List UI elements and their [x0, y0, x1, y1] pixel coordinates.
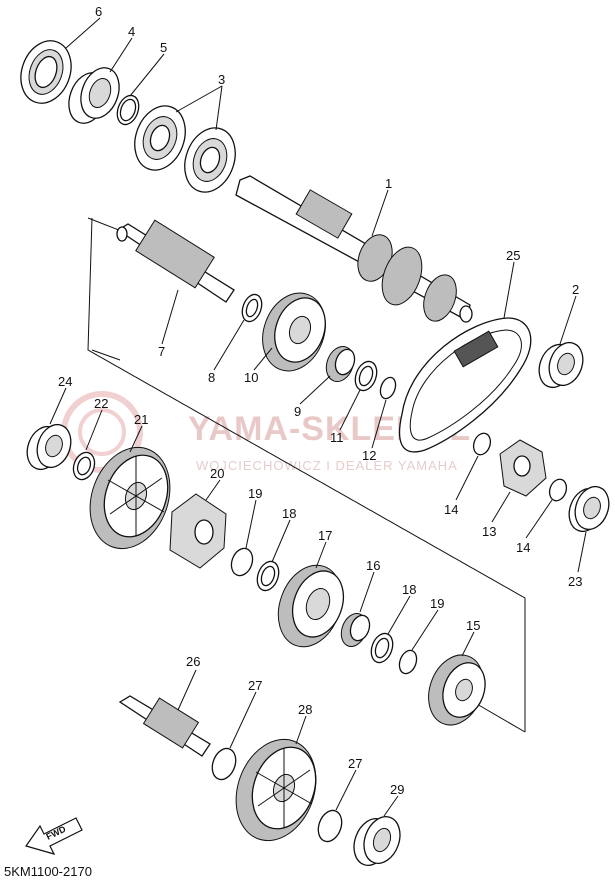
callout-16: 16: [366, 558, 380, 573]
leader-lines: [49, 17, 587, 817]
callout-26: 26: [186, 654, 200, 669]
part-24-bearing: [26, 423, 72, 471]
callout-1: 1: [385, 176, 392, 191]
part-27-circlip-a: [211, 747, 237, 781]
part-15-gear: [428, 654, 486, 726]
part-27-circlip-b: [317, 809, 343, 843]
part-8-washer: [241, 293, 263, 323]
callout-29: 29: [390, 782, 404, 797]
callout-18a: 18: [282, 506, 296, 521]
callout-22: 22: [94, 396, 108, 411]
part-18-washer-b: [370, 632, 394, 664]
callout-14a: 14: [444, 502, 458, 517]
callout-19a: 19: [248, 486, 262, 501]
callout-18b: 18: [402, 582, 416, 597]
part-17-gear: [277, 564, 345, 648]
part-4-bearing: [68, 67, 120, 124]
part-23-bearing: [568, 485, 610, 533]
callout-17: 17: [318, 528, 332, 543]
part-22-washer: [72, 451, 96, 481]
watermark-sub: WOJCIECHOWICZ I DEALER YAMAHA: [196, 458, 458, 473]
part-14-circlip-b: [548, 478, 568, 502]
part-9-needle-bearing: [325, 346, 356, 382]
callout-15: 15: [466, 618, 480, 633]
part-3-bearing-a: [134, 105, 186, 171]
part-20-shift-cam: [169, 493, 227, 569]
part-29-bearing: [353, 816, 401, 866]
callouts: 6 4 5 3 1 25 2 7 8 10 9 11 12 24 22 21 2…: [58, 4, 582, 797]
part-25-chain: [398, 317, 532, 453]
part-14-circlip-a: [472, 432, 492, 456]
callout-12: 12: [362, 448, 376, 463]
callout-24: 24: [58, 374, 72, 389]
part-13-sprocket: [499, 439, 547, 497]
callout-21: 21: [134, 412, 148, 427]
part-28-gear-wheel: [235, 738, 317, 842]
callout-7: 7: [158, 344, 165, 359]
callout-5: 5: [160, 40, 167, 55]
part-2-bearing: [538, 341, 584, 389]
callout-25: 25: [506, 248, 520, 263]
callout-6: 6: [95, 4, 102, 19]
part-21-gear-wheel: [89, 446, 171, 550]
part-11-washer: [354, 360, 378, 392]
callout-2: 2: [572, 282, 579, 297]
diagram-code: 5KM1100-2170: [4, 864, 92, 879]
part-1-main-axle: [235, 175, 473, 323]
fwd-arrow-icon: FWD: [25, 817, 83, 855]
callout-27b: 27: [348, 756, 362, 771]
part-19-circlip-b: [398, 649, 418, 675]
callout-14b: 14: [516, 540, 530, 555]
part-3-bearing-b: [184, 127, 236, 193]
callout-27a: 27: [248, 678, 262, 693]
part-18-washer-a: [256, 560, 280, 592]
part-26-shaft: [118, 695, 211, 757]
callout-28: 28: [298, 702, 312, 717]
callout-3: 3: [218, 72, 225, 87]
part-6-oil-seal: [20, 40, 72, 104]
part-10-gear: [262, 292, 326, 372]
part-19-circlip-a: [230, 547, 254, 577]
part-5-circlip: [116, 94, 140, 126]
callout-9: 9: [294, 404, 301, 419]
callout-4: 4: [128, 24, 135, 39]
callout-23: 23: [568, 574, 582, 589]
callout-19b: 19: [430, 596, 444, 611]
callout-10: 10: [244, 370, 258, 385]
part-7-drive-axle: [116, 219, 235, 303]
callout-11: 11: [330, 430, 344, 445]
callout-13: 13: [482, 524, 496, 539]
part-12-circlip: [379, 376, 397, 400]
callout-8: 8: [208, 370, 215, 385]
callout-20: 20: [210, 466, 224, 481]
part-16-needle-bearing: [340, 613, 371, 647]
